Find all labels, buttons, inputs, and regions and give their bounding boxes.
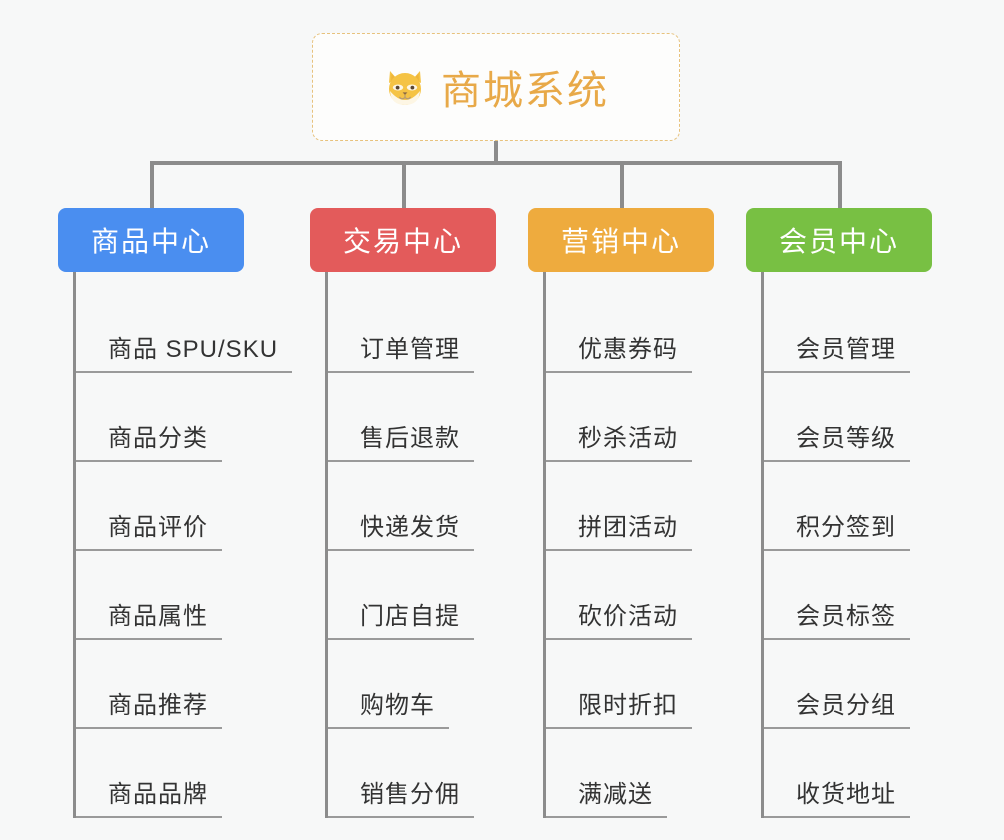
leaf-list-trade-center: 订单管理 售后退款 快递发货 门店自提 购物车 销售分佣	[325, 272, 510, 818]
connector-drop-trade-center	[402, 161, 406, 208]
list-item[interactable]: 门店自提	[328, 551, 510, 640]
list-item[interactable]: 商品属性	[76, 551, 278, 640]
list-item[interactable]: 满减送	[546, 729, 728, 818]
connector-horizontal-bus	[150, 161, 840, 165]
list-item[interactable]: 会员分组	[764, 640, 946, 729]
connector-drop-product-center	[150, 161, 154, 208]
connector-drop-marketing-center	[620, 161, 624, 208]
list-item[interactable]: 秒杀活动	[546, 373, 728, 462]
list-item[interactable]: 商品品牌	[76, 729, 278, 818]
leaf-list-marketing-center: 优惠券码 秒杀活动 拼团活动 砍价活动 限时折扣 满减送	[543, 272, 728, 818]
leaf-label: 砍价活动	[546, 602, 692, 640]
leaf-label: 商品 SPU/SKU	[76, 335, 293, 373]
list-item[interactable]: 商品评价	[76, 462, 278, 551]
list-item[interactable]: 会员标签	[764, 551, 946, 640]
list-item[interactable]: 购物车	[328, 640, 510, 729]
leaf-label: 订单管理	[328, 335, 474, 373]
category-header-member-center[interactable]: 会员中心	[746, 208, 932, 272]
list-item[interactable]: 会员等级	[764, 373, 946, 462]
branch-member-center: 会员中心 会员管理 会员等级 积分签到 会员标签 会员分组 收货地址	[746, 208, 946, 818]
leaf-label: 限时折扣	[546, 691, 692, 729]
leaf-label: 会员管理	[764, 335, 910, 373]
leaf-label: 门店自提	[328, 602, 474, 640]
list-item[interactable]: 积分签到	[764, 462, 946, 551]
root-title: 商城系统	[441, 69, 609, 113]
leaf-label: 会员分组	[764, 691, 910, 729]
leaf-label: 销售分佣	[328, 780, 474, 818]
leaf-label: 商品评价	[76, 513, 222, 551]
leaf-label: 优惠券码	[546, 335, 692, 373]
list-item[interactable]: 收货地址	[764, 729, 946, 818]
list-item[interactable]: 商品 SPU/SKU	[76, 284, 293, 373]
category-header-trade-center[interactable]: 交易中心	[310, 208, 496, 272]
leaf-list-product-center: 商品 SPU/SKU 商品分类 商品评价 商品属性 商品推荐 商品品牌	[73, 272, 293, 818]
list-item[interactable]: 拼团活动	[546, 462, 728, 551]
list-item[interactable]: 砍价活动	[546, 551, 728, 640]
branch-marketing-center: 营销中心 优惠券码 秒杀活动 拼团活动 砍价活动 限时折扣 满减送	[528, 208, 728, 818]
leaf-list-member-center: 会员管理 会员等级 积分签到 会员标签 会员分组 收货地址	[761, 272, 946, 818]
leaf-label: 积分签到	[764, 513, 910, 551]
list-item[interactable]: 售后退款	[328, 373, 510, 462]
list-item[interactable]: 商品推荐	[76, 640, 278, 729]
leaf-label: 满减送	[546, 780, 667, 818]
list-item[interactable]: 快递发货	[328, 462, 510, 551]
leaf-label: 快递发货	[328, 513, 474, 551]
root-node[interactable]: 商城系统	[312, 33, 680, 141]
leaf-label: 商品推荐	[76, 691, 222, 729]
shiba-dog-face-icon	[383, 65, 427, 109]
connector-drop-member-center	[838, 161, 842, 208]
leaf-label: 拼团活动	[546, 513, 692, 551]
category-header-label: 商品中心	[90, 226, 211, 257]
branch-trade-center: 交易中心 订单管理 售后退款 快递发货 门店自提 购物车 销售分佣	[310, 208, 510, 818]
list-item[interactable]: 限时折扣	[546, 640, 728, 729]
leaf-label: 收货地址	[764, 780, 910, 818]
leaf-label: 商品分类	[76, 424, 222, 462]
leaf-label: 会员标签	[764, 602, 910, 640]
leaf-label: 秒杀活动	[546, 424, 692, 462]
leaf-label: 商品属性	[76, 602, 222, 640]
leaf-label: 商品品牌	[76, 780, 222, 818]
list-item[interactable]: 会员管理	[764, 284, 946, 373]
category-header-marketing-center[interactable]: 营销中心	[528, 208, 714, 272]
category-header-label: 营销中心	[560, 226, 681, 257]
connector-root-stem	[494, 141, 498, 163]
category-header-label: 交易中心	[342, 226, 463, 257]
leaf-label: 购物车	[328, 691, 449, 729]
branch-product-center: 商品中心 商品 SPU/SKU 商品分类 商品评价 商品属性 商品推荐 商品品牌	[58, 208, 293, 818]
list-item[interactable]: 销售分佣	[328, 729, 510, 818]
leaf-label: 售后退款	[328, 424, 474, 462]
category-header-product-center[interactable]: 商品中心	[58, 208, 244, 272]
list-item[interactable]: 订单管理	[328, 284, 510, 373]
category-header-label: 会员中心	[778, 226, 899, 257]
list-item[interactable]: 优惠券码	[546, 284, 728, 373]
leaf-label: 会员等级	[764, 424, 910, 462]
list-item[interactable]: 商品分类	[76, 373, 278, 462]
